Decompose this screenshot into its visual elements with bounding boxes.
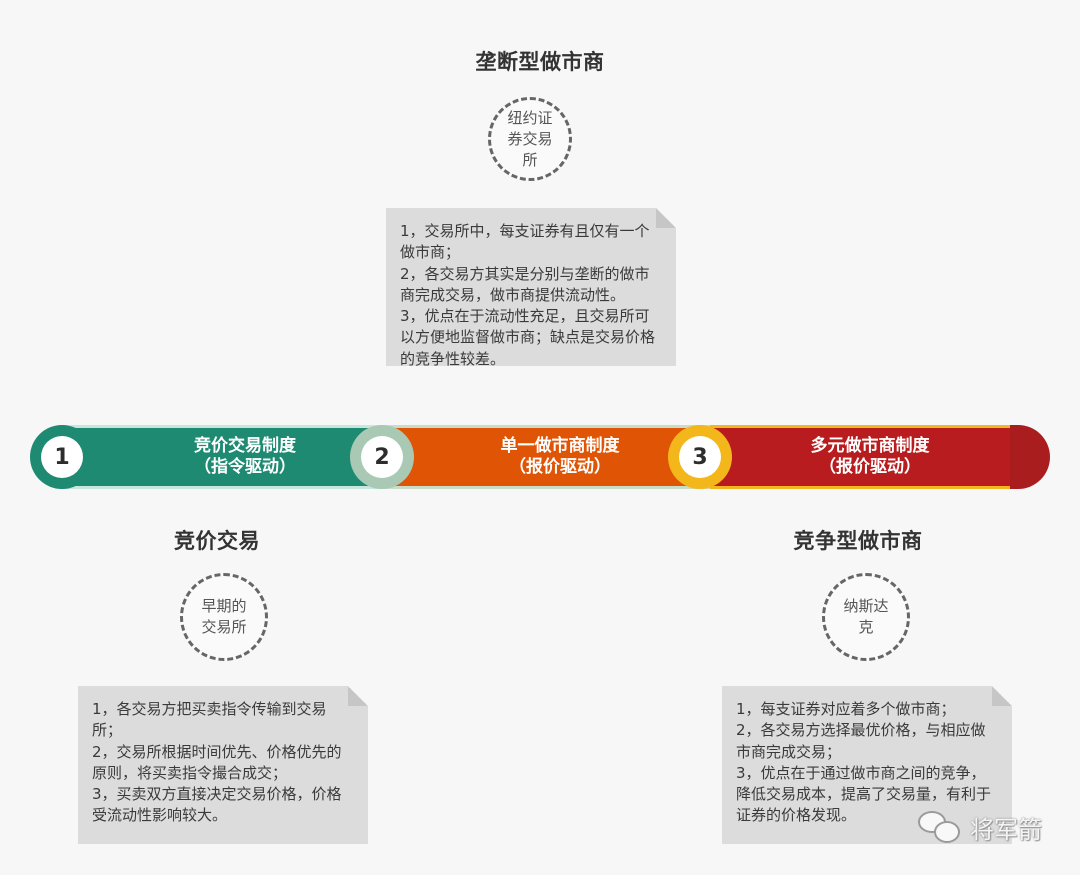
bottom-left-note-box: 1，各交易方把买卖指令传输到交易所； 2，交易所根据时间优先、价格优先的原则，将… [78,686,368,844]
stage-3-title: 多元做市商制度 [810,436,930,456]
stage-3-number-badge: 3 [668,425,732,489]
bottom-left-section-title: 竞价交易 [174,529,260,553]
bottom-right-note-box: 1，每支证券对应着多个做市商； 2，各交易方选择最优价格，与相应做市商完成交易；… [722,686,1012,844]
note-line: 1，每支证券对应着多个做市商； [736,700,956,718]
stage-3-number: 3 [679,436,721,478]
stage-2-segment: 单一做市商制度 （报价驱动） [390,425,710,489]
note-line: 1，交易所中，每支证券有且仅有一个做市商； [400,222,650,262]
stage-1-number-badge: 1 [30,425,94,489]
watermark-text: 将军箭 [970,816,1042,844]
stage-1-segment: 竞价交易制度 （指令驱动） [60,425,390,489]
stage-2-number: 2 [361,436,403,478]
folded-corner [348,686,368,706]
watermark: 将军箭 [918,810,1042,845]
note-line: 3，优点在于通过做市商之间的竞争，降低交易成本，提高了交易量，有利于证券的价格发… [736,763,992,825]
note-line: 2，各交易方选择最优价格，与相应做市商完成交易； [736,721,986,761]
note-line: 2，交易所根据时间优先、价格优先的原则，将买卖指令撮合成交； [92,742,342,782]
timeline-bar: 竞价交易制度 （指令驱动） 单一做市商制度 （报价驱动） 多元做市商制度 （报价… [30,425,1050,489]
stage-3-subtitle: （报价驱动） [819,457,921,477]
folded-corner [656,208,676,228]
stage-2-subtitle: （报价驱动） [509,457,611,477]
stage-1-subtitle: （指令驱动） [194,457,296,477]
top-section-title: 垄断型做市商 [475,50,605,74]
stage-2-title: 单一做市商制度 [500,436,620,456]
bottom-right-example-circle: 纳斯达克 [822,573,910,661]
stage-1-title: 竞价交易制度 [194,436,296,456]
bottom-right-example-label: 纳斯达克 [843,597,889,636]
stage-2-label: 单一做市商制度 （报价驱动） [501,436,620,478]
stage-1-label: 竞价交易制度 （指令驱动） [194,436,296,478]
top-example-label: 纽约证券交易所 [507,108,553,169]
stage-3-segment: 多元做市商制度 （报价驱动） [710,425,1010,489]
top-example-circle: 纽约证券交易所 [488,97,572,181]
folded-corner [992,686,1012,706]
note-line: 3，优点在于流动性充足，且交易所可以方便地监督做市商；缺点是交易价格的竞争性较差… [400,307,656,368]
bottom-left-example-label: 早期的交易所 [201,597,247,636]
note-line: 3，买卖双方直接决定交易价格，价格受流动性影响较大。 [92,785,342,825]
top-note-box: 1，交易所中，每支证券有且仅有一个做市商； 2，各交易方其实是分别与垄断的做市商… [386,208,676,366]
bottom-right-section-title: 竞争型做市商 [793,529,923,553]
stage-3-label: 多元做市商制度 （报价驱动） [811,436,930,478]
note-line: 2，各交易方其实是分别与垄断的做市商完成交易，做市商提供流动性。 [400,264,650,304]
bottom-left-example-circle: 早期的交易所 [180,573,268,661]
stage-1-number: 1 [41,436,83,478]
wechat-icon [918,810,962,845]
stage-2-number-badge: 2 [350,425,414,489]
note-line: 1，各交易方把买卖指令传输到交易所； [92,700,327,740]
